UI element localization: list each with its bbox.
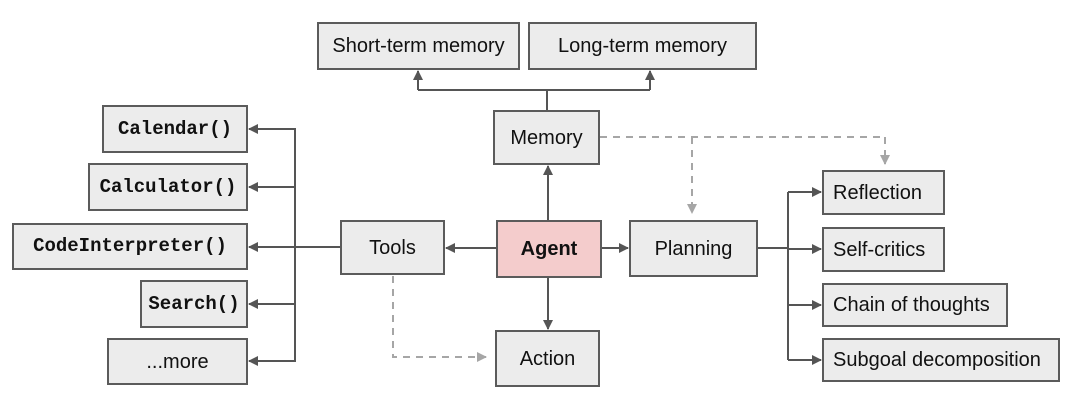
action-label: Action (519, 347, 576, 370)
tools-label: Tools (369, 236, 416, 259)
short-term-memory-label: Short-term memory (332, 35, 505, 57)
connector-planning-trunk (758, 192, 789, 360)
arrow-tools-action-dashed (392, 276, 487, 362)
node-tools: Tools (340, 220, 445, 275)
chain-of-thoughts-label: Chain of thoughts (833, 294, 990, 316)
self-critics-label: Self-critics (833, 238, 926, 261)
node-chain-of-thoughts: Chain of thoughts (822, 283, 1008, 327)
node-agent: Agent (496, 220, 602, 278)
node-tool-calculator: Calculator() (88, 163, 248, 211)
node-tool-search: Search() (140, 280, 248, 328)
connector-memory-split (418, 89, 650, 110)
node-reflection: Reflection (822, 170, 945, 215)
planning-label: Planning (654, 237, 733, 260)
tool-codeinterpreter-label: CodeInterpreter() (33, 235, 227, 257)
connector-tools-trunk (294, 128, 340, 362)
node-short-term-memory: Short-term memory (317, 22, 520, 70)
agent-label: Agent (520, 238, 578, 260)
node-tool-more: ...more (107, 338, 248, 385)
node-tool-calendar: Calendar() (102, 105, 248, 153)
reflection-label: Reflection (833, 181, 922, 204)
node-tool-codeinterpreter: CodeInterpreter() (12, 223, 248, 270)
long-term-memory-label: Long-term memory (558, 35, 727, 57)
tool-more-label: ...more (146, 350, 209, 373)
memory-label: Memory (510, 126, 583, 149)
node-self-critics: Self-critics (822, 227, 945, 272)
node-planning: Planning (629, 220, 758, 277)
tool-calculator-label: Calculator() (99, 175, 237, 198)
subgoal-decomposition-label: Subgoal decomposition (833, 349, 1041, 371)
node-long-term-memory: Long-term memory (528, 22, 757, 70)
node-subgoal-decomposition: Subgoal decomposition (822, 338, 1060, 382)
tool-search-label: Search() (148, 292, 240, 315)
node-action: Action (495, 330, 600, 387)
tool-calendar-label: Calendar() (117, 117, 233, 140)
node-memory: Memory (493, 110, 600, 165)
